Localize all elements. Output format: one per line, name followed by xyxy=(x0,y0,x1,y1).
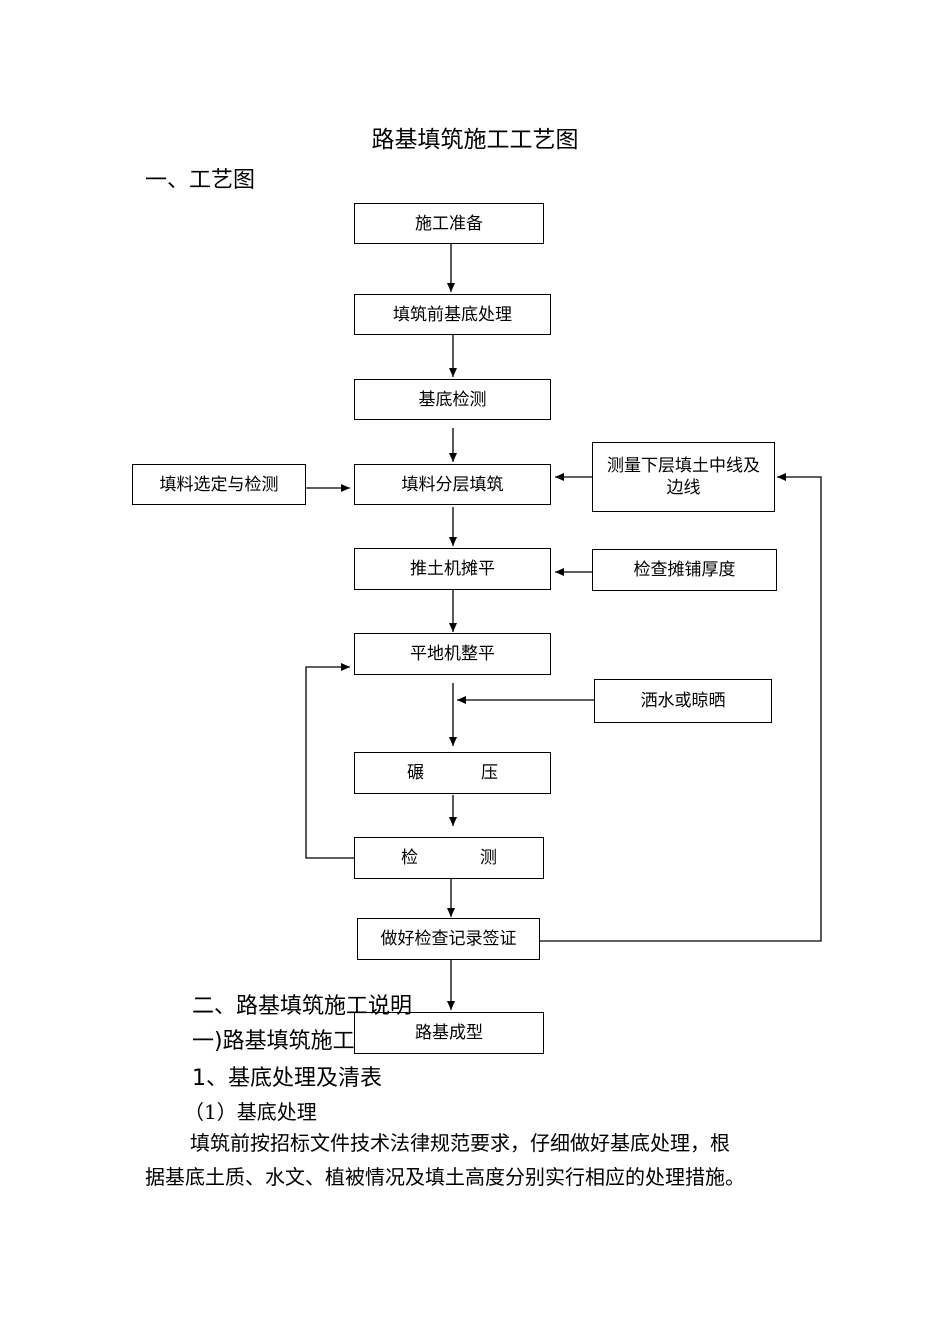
step-dozer: 推土机摊平 xyxy=(354,548,551,590)
step-roll-label-b: 压 xyxy=(481,763,498,783)
step-fill-select: 填料选定与检测 xyxy=(132,464,306,505)
step-detect-label-b: 测 xyxy=(480,848,497,868)
section-heading-notes: 二、路基填筑施工说明 xyxy=(192,994,413,1019)
step-base-treatment: 填筑前基底处理 xyxy=(354,294,551,335)
step-detect: 检 测 xyxy=(354,837,544,879)
loop-detect-to-grader xyxy=(305,663,354,859)
subheading-fill-construction: 一)路基填筑施工 xyxy=(192,1029,355,1054)
step-water: 洒水或晾晒 xyxy=(594,679,772,723)
step-roll: 碾 压 xyxy=(354,752,551,794)
step-prep: 施工准备 xyxy=(354,203,544,244)
step-thickness-check: 检查摊铺厚度 xyxy=(592,549,777,591)
step-fill-layer: 填料分层填筑 xyxy=(354,464,551,505)
step-grader: 平地机整平 xyxy=(354,633,551,675)
step-roll-label-a: 碾 xyxy=(407,763,424,783)
page-title: 路基填筑施工工艺图 xyxy=(371,127,579,153)
subheading-base-treatment-item: （1）基底处理 xyxy=(184,1100,317,1124)
step-record: 做好检查记录签证 xyxy=(357,918,540,960)
paragraph-line-1: 填筑前按招标文件技术法律规范要求，仔细做好基底处理，根 xyxy=(190,1131,730,1155)
section-heading-diagram: 一、工艺图 xyxy=(145,168,256,193)
subheading-base-treatment: 1、基底处理及清表 xyxy=(192,1066,382,1091)
step-base-check: 基底检测 xyxy=(354,379,551,420)
paragraph-line-2: 据基底土质、水文、植被情况及填土高度分别实行相应的处理措施。 xyxy=(145,1165,745,1189)
step-final: 路基成型 xyxy=(354,1012,544,1054)
loop-record-to-measure xyxy=(540,473,822,942)
step-detect-label-a: 检 xyxy=(401,848,418,868)
step-measure: 测量下层填土中线及边线 xyxy=(592,442,775,512)
